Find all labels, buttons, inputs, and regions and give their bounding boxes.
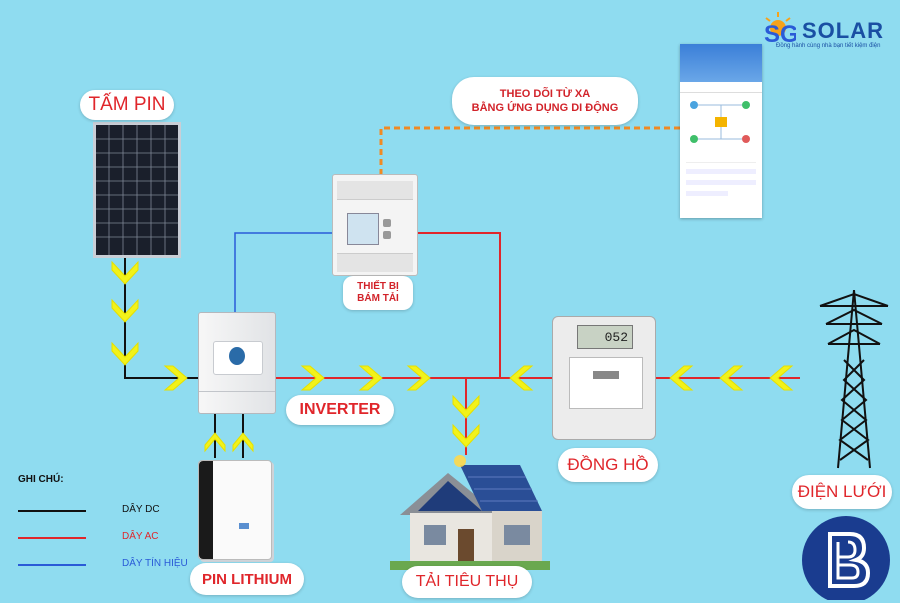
- arrow-right: [163, 365, 188, 391]
- inverter-label: INVERTER: [286, 395, 394, 425]
- arrow-down: [452, 423, 480, 448]
- inverter-display-icon: [229, 347, 245, 365]
- meter-label: ĐỒNG HỒ: [558, 448, 658, 482]
- power-tower-icon: [819, 290, 889, 469]
- legend-dc-line: [18, 510, 86, 512]
- sun-icon: SG: [764, 12, 796, 44]
- legend-ac-line: [18, 537, 86, 539]
- app-list: [686, 162, 756, 203]
- house-image: [390, 455, 550, 570]
- app-header: [680, 44, 762, 82]
- logo-tagline: Đồng hành cùng nhà bạn tiết kiệm điện: [776, 43, 881, 49]
- legend-signal-label: DÂY TÍN HIỆU: [122, 558, 188, 569]
- battery-indicator-icon: [239, 523, 249, 529]
- legend-signal-line: [18, 564, 86, 566]
- signal-wire: [234, 232, 333, 313]
- legend: GHI CHÚ: DÂY DC DÂY AC DÂY TÍN HIỆU: [18, 474, 198, 574]
- remote-label-line1: THEO DÕI TỪ XA: [499, 88, 591, 100]
- load-meter-label-line2: BÁM TẢI: [357, 293, 399, 304]
- legend-title: GHI CHÚ:: [18, 474, 64, 485]
- load-meter-label-line1: THIẾT BỊ: [357, 281, 399, 292]
- mobile-app-screenshot: [680, 44, 762, 218]
- arrow-up: [204, 432, 226, 453]
- arrow-up: [232, 432, 254, 453]
- legend-dc-label: DÂY DC: [122, 504, 160, 515]
- load-label-text: TẢI TIÊU THỤ: [415, 573, 519, 590]
- grid-label-text: ĐIỆN LƯỚI: [797, 482, 887, 501]
- brand-logo: SG SOLAR Đồng hành cùng nhà bạn tiết kiệ…: [760, 8, 896, 52]
- panel-label-text: TẤM PIN: [88, 94, 166, 115]
- app-tabs: [680, 82, 762, 93]
- battery-label-text: PIN LITHIUM: [202, 570, 292, 588]
- inverter-label-text: INVERTER: [299, 401, 381, 418]
- arrow-down: [452, 394, 480, 419]
- grid-label: ĐIỆN LƯỚI: [792, 475, 892, 509]
- load-meter-label: THIẾT BỊ BÁM TẢI: [343, 276, 413, 310]
- app-flow-diagram: [690, 101, 750, 143]
- arrow-left: [719, 365, 744, 391]
- load-meter-device: [332, 174, 418, 276]
- lithium-battery: [198, 460, 272, 560]
- arrow-right: [358, 365, 383, 391]
- arrow-down: [111, 260, 139, 285]
- arrow-down: [111, 298, 139, 323]
- flow-arrows: [111, 260, 794, 453]
- panel-label: TẤM PIN: [80, 90, 174, 120]
- remote-link: [379, 126, 680, 175]
- solar-panel-image: [93, 122, 181, 258]
- corner-b-logo: [802, 516, 890, 600]
- remote-label-line2: BẰNG ỨNG DỤNG DI ĐỘNG: [471, 102, 619, 114]
- svg-text:SG: SG: [764, 21, 796, 44]
- battery-label: PIN LITHIUM: [190, 563, 304, 595]
- load-label: TẢI TIÊU THỤ: [402, 566, 532, 598]
- meter-label-text: ĐỒNG HỒ: [567, 455, 649, 474]
- arrow-left: [669, 365, 694, 391]
- remote-monitoring-label: THEO DÕI TỪ XA BẰNG ỨNG DỤNG DI ĐỘNG: [452, 77, 638, 125]
- arrow-down: [111, 341, 139, 366]
- logo-text: SOLAR: [802, 18, 884, 43]
- arrow-right: [406, 365, 431, 391]
- electricity-meter: 052: [552, 316, 656, 440]
- legend-ac-label: DÂY AC: [122, 531, 159, 542]
- arrow-right: [300, 365, 325, 391]
- arrow-left: [509, 365, 534, 391]
- arrow-left: [769, 365, 794, 391]
- meter-screen: 052: [577, 325, 633, 349]
- inverter-unit: [198, 312, 276, 414]
- meter-reading: 052: [604, 329, 628, 345]
